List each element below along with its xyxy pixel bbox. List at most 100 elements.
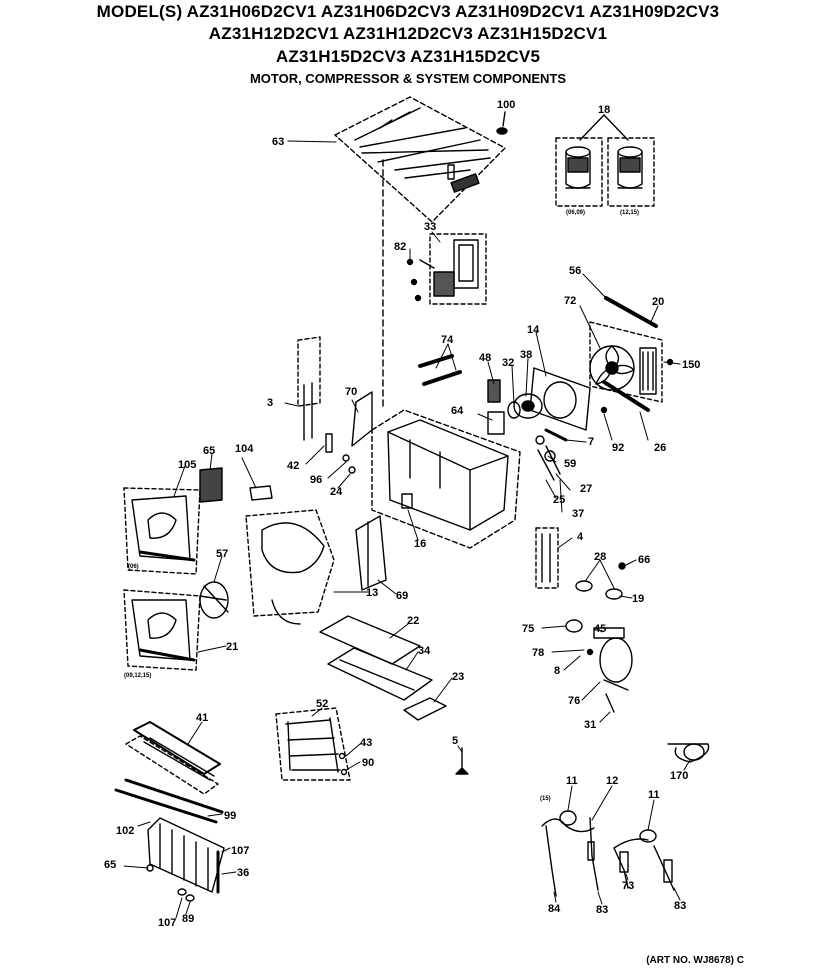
callout-100: 100 [497,99,515,111]
callout-5: 5 [452,735,458,747]
model-list-line-2: AZ31H12D2CV1 AZ31H12D2CV3 AZ31H15D2CV1 [208,24,608,43]
part-group-52-front [275,707,351,781]
callout-12: 12 [606,775,618,787]
part-group-compressor-assy [535,527,633,713]
callout-84: 84 [548,903,561,915]
callout-73: 73 [622,880,634,892]
callout-70: 70 [345,386,357,398]
callout-69: 69 [396,590,408,602]
callout-3: 3 [267,397,273,409]
callout-21: 21 [226,641,238,653]
callout-90: 90 [362,757,374,769]
callout-25: 25 [553,494,565,506]
callout-82: 82 [394,241,406,253]
callout-52: 52 [316,698,328,710]
callout-33: 33 [424,221,436,233]
part-group-18-compressors [555,114,655,207]
callout-4: 4 [577,531,584,543]
callout-32: 32 [502,357,514,369]
callout-16: 57 [216,548,228,560]
callout-48: 48 [479,352,491,364]
part-group-20-condenser-fan [589,296,674,412]
callout-76: 76 [568,695,580,707]
callout-66: 66 [638,554,650,566]
callout-170: 170 [670,770,688,782]
callout-74: 74 [441,334,454,346]
callout-38: 38 [520,349,532,361]
callout-65b: 65 [104,859,116,871]
callout-102: 102 [116,825,134,837]
callout-20: 20 [652,296,664,308]
part-100-screw [496,111,508,135]
callout-43: 43 [360,737,372,749]
art-number: (ART NO. WJ8678) C [646,955,744,966]
part-group-13-blower [245,509,387,625]
callout-41: 41 [196,712,208,724]
callout-31: 31 [584,719,596,731]
callout-26: 104 [235,443,254,455]
callout-27: 27 [580,483,592,495]
callout-105: 37 [572,508,584,520]
callout-28: 28 [594,551,606,563]
part-group-41-grille [114,721,224,824]
callout-56: 56 [569,265,581,277]
diagram-subtitle: MOTOR, COMPRESSOR & SYSTEM COMPONENTS [249,71,567,86]
callout-18: 18 [598,104,610,116]
callout-14: 14 [527,324,540,336]
callout-75: 75 [522,623,534,635]
callout-65: 26 [654,442,666,454]
part-group-drain [319,615,447,721]
note-shroud-091215: (09,12,15) [124,673,151,679]
note-compressor-left: (06,09) [566,210,585,216]
callout-57: 16 [414,538,426,550]
callout-63: 63 [272,136,284,148]
part-group-36-evaporator [146,817,225,902]
note-tube-left: (15) [540,796,551,802]
callout-numbers: 100 18 63 33 82 56 20 72 150 74 48 32 38… [104,99,700,929]
callout-96: 96 [310,474,322,486]
callout-150: 150 [682,359,700,371]
model-list-line-1: MODEL(S) AZ31H06D2CV1 AZ31H06D2CV3 AZ31H… [96,2,720,21]
part-group-63-rail-kit [334,96,506,223]
callout-24: 59 [564,458,576,470]
leader-lines [123,140,691,919]
callout-89: 89 [182,913,194,925]
callout-8: 8 [554,665,560,677]
callout-13: 13 [366,587,378,599]
part-group-14-motor [418,354,608,435]
callout-22: 22 [407,615,419,627]
note-shroud-06: (06) [128,564,139,570]
callout-92: 92 [612,442,624,454]
part-group-valves [535,428,568,481]
callout-83b: 83 [674,900,686,912]
callout-42: 42 [287,460,299,472]
callout-72: 72 [564,295,576,307]
callout-64: 64 [451,405,464,417]
callout-34: 34 [418,645,431,657]
callout-78: 78 [532,647,544,659]
part-82-screws [406,258,422,302]
callout-36: 36 [237,867,249,879]
part-3-70-brackets [297,336,373,474]
callout-37: 105 [178,459,196,471]
callout-104: 65 [203,445,215,457]
variant-notes: (06,09) (12,15) (06) (09,12,15) (15) [124,210,639,802]
note-compressor-right: (12,15) [620,210,639,216]
callout-11: 11 [566,775,578,787]
callout-99: 99 [224,810,236,822]
part-group-base-pan [371,409,521,549]
part-group-shrouds [123,467,273,671]
callout-107: 107 [231,845,249,857]
callout-107b: 107 [158,917,176,929]
callout-45: 45 [594,623,606,635]
model-list-line-3: AZ31H15D2CV3 AZ31H15D2CV5 [275,47,541,66]
part-group-33-control-box [419,233,487,305]
callout-83: 83 [596,904,608,916]
callout-11b: 11 [648,789,660,801]
callout-19: 19 [632,593,644,605]
callout-23: 23 [452,671,464,683]
callout-59: 24 [330,486,343,498]
part-group-capillary-tubes [541,743,710,897]
